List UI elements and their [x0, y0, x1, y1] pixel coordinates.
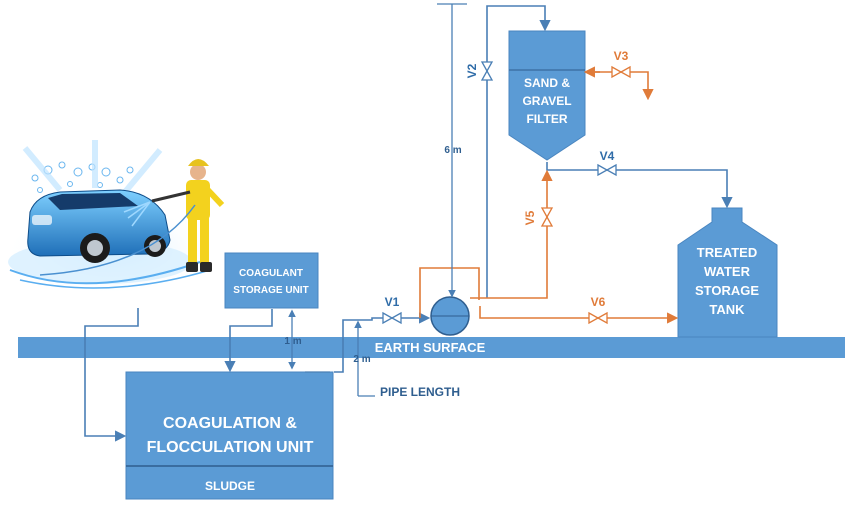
- filter-label-line1: SAND &: [524, 76, 570, 90]
- tank-label-line3: STORAGE: [695, 283, 759, 298]
- valve-v1-icon: [382, 311, 402, 325]
- valve-v4-icon: [597, 163, 617, 177]
- dimension-lines: [288, 3, 467, 397]
- filter-label-line2: GRAVEL: [522, 94, 571, 108]
- sludge-label: SLUDGE: [205, 479, 255, 493]
- valve-v3-icon: [611, 65, 631, 79]
- valve-v3-label: V3: [614, 49, 629, 63]
- tank-label-line4: TANK: [709, 302, 745, 317]
- valve-v5-icon: [540, 207, 554, 227]
- valve-v6-label: V6: [591, 295, 606, 309]
- coagulant-label-line2: STORAGE UNIT: [233, 285, 308, 296]
- coagulation-label-line2: FLOCCULATION UNIT: [147, 439, 314, 456]
- dimension-1m-label: 1 m: [284, 336, 301, 347]
- coagulant-storage-unit: COAGULANT STORAGE UNIT: [224, 252, 319, 309]
- pump-icon: [430, 296, 470, 336]
- car-wash-icon: [5, 140, 225, 295]
- valve-v2-label: V2: [465, 63, 479, 78]
- treated-water-storage-tank: TREATED WATER STORAGE TANK: [677, 207, 778, 338]
- coagulation-flocculation-unit: COAGULATION & FLOCCULATION UNIT SLUDGE: [125, 371, 334, 500]
- valve-v6-icon: [588, 311, 608, 325]
- valve-v4-label: V4: [600, 149, 615, 163]
- earth-surface-label: EARTH SURFACE: [375, 340, 486, 355]
- dimension-2m-label: 2 m: [353, 354, 370, 365]
- valve-v1-label: V1: [385, 295, 400, 309]
- tank-label-line1: TREATED: [697, 245, 757, 260]
- valve-v2-icon: [480, 61, 494, 81]
- pipe-length-label: PIPE LENGTH: [380, 385, 460, 399]
- earth-surface-bar: [18, 337, 845, 358]
- sand-gravel-filter: SAND & GRAVEL FILTER: [508, 30, 586, 161]
- coagulation-label-line1: COAGULATION &: [163, 415, 297, 432]
- tank-label-line2: WATER: [704, 264, 751, 279]
- coagulant-label-line1: COAGULANT: [239, 268, 303, 279]
- valve-v5-label: V5: [523, 210, 537, 225]
- filter-label-line3: FILTER: [526, 112, 567, 126]
- dimension-6m-label: 6 m: [444, 145, 461, 156]
- blue-pipes: [84, 5, 733, 442]
